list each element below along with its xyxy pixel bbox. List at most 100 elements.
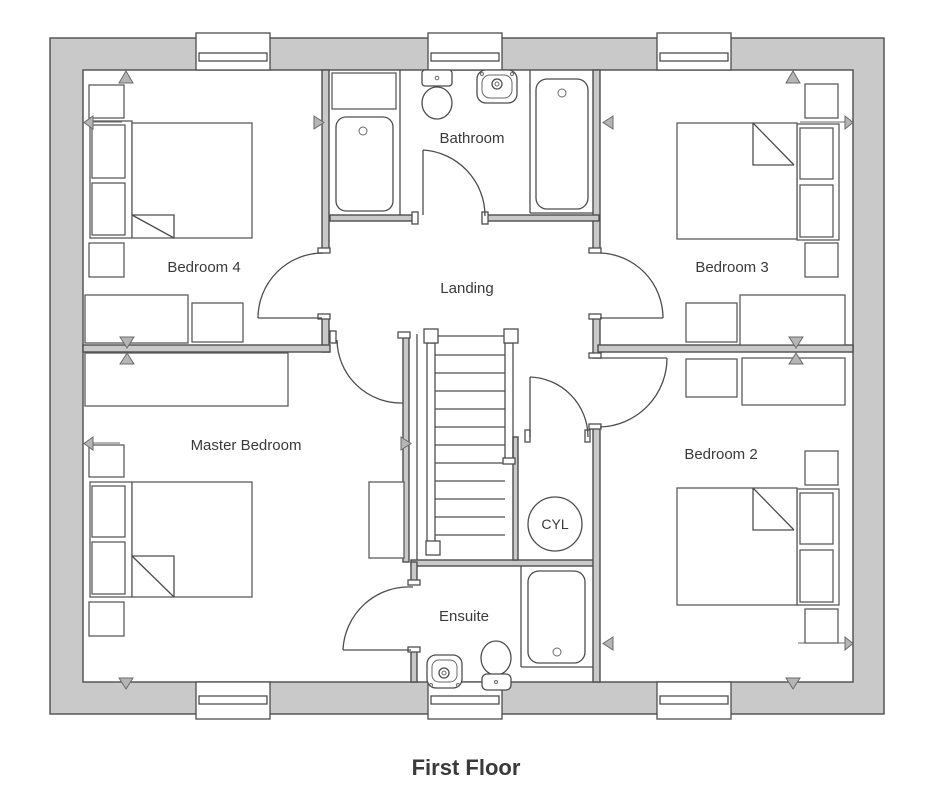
door-master-bedroom — [336, 339, 404, 404]
cylinder-symbol — [527, 496, 583, 552]
nightstand — [88, 444, 125, 478]
label-landing: Landing — [440, 280, 493, 297]
wall-ensuite-north — [410, 559, 600, 567]
wall-bedroom4-master — [82, 344, 331, 353]
wall-bathroom-south-right — [484, 214, 600, 222]
nightstand — [88, 601, 125, 637]
marker-up-icon — [788, 352, 804, 365]
bathtub-right — [529, 70, 593, 214]
stair-newel-post — [423, 328, 439, 344]
wall-bathroom-bedroom3 — [592, 69, 601, 251]
label-bathroom: Bathroom — [439, 130, 504, 147]
bed-master — [88, 444, 253, 637]
wall-ensuite-west-lower — [410, 649, 418, 683]
bed-bedroom4 — [88, 84, 253, 278]
toilet-bathroom — [421, 69, 453, 120]
sheet-fold — [752, 122, 795, 166]
window-bottom-left — [195, 681, 271, 720]
sink-ensuite — [426, 654, 463, 689]
window-top-middle — [427, 32, 503, 71]
window-top-left — [195, 32, 271, 71]
toilet-ensuite — [480, 640, 512, 691]
marker-left-icon — [602, 115, 614, 130]
chest-bedroom2 — [685, 358, 738, 398]
markers — [83, 70, 854, 690]
stair-newel-post — [502, 457, 516, 465]
label-master-bedroom: Master Bedroom — [191, 437, 302, 454]
cylinder-cupboard: CYL — [527, 496, 583, 552]
marker-right-icon — [400, 436, 412, 451]
pillow — [799, 492, 834, 545]
sheet-fold — [131, 214, 175, 239]
nightstand — [804, 83, 839, 119]
pillow — [91, 182, 126, 236]
marker-down-icon — [119, 336, 135, 349]
wall-cylinder-cupboard-west — [512, 436, 519, 561]
nightstand — [804, 450, 839, 486]
windows — [195, 32, 732, 720]
mattress — [676, 122, 798, 240]
nightstand — [88, 242, 125, 278]
wall-bedroom2-west — [592, 426, 601, 683]
marker-right-icon — [313, 115, 325, 130]
label-bedroom3: Bedroom 3 — [695, 259, 768, 276]
chest-bedroom3 — [685, 302, 738, 343]
wall-bedroom3-bedroom2 — [597, 344, 854, 353]
marker-up-icon — [118, 70, 134, 84]
label-bedroom4: Bedroom 4 — [167, 259, 240, 276]
wall-bedroom4-bathroom — [321, 69, 330, 253]
nightstand — [88, 84, 125, 119]
furniture — [84, 83, 846, 644]
bathtub-ensuite — [520, 566, 593, 668]
door-bedroom2 — [599, 357, 668, 428]
bed-bedroom2 — [676, 450, 840, 644]
chest-bedroom4 — [191, 302, 244, 343]
mattress — [131, 122, 253, 239]
sink-bathroom — [476, 69, 518, 104]
mattress — [131, 481, 253, 598]
door-bathroom — [422, 149, 486, 217]
ensuite-fixtures — [426, 566, 593, 691]
sheet-fold — [131, 555, 175, 598]
stair-steps — [435, 354, 505, 536]
nightstand — [804, 242, 839, 278]
stair-newel-post — [425, 540, 441, 556]
marker-up-icon — [119, 352, 135, 365]
pillow — [799, 549, 834, 603]
marker-right-icon — [844, 114, 854, 131]
dressing-table-master — [368, 481, 405, 559]
pillow — [799, 184, 834, 238]
stair-newel-post — [503, 328, 519, 344]
marker-up-icon — [785, 70, 801, 84]
cylinder-label: CYL — [541, 516, 568, 532]
marker-left-icon — [83, 115, 94, 130]
marker-left-icon — [602, 636, 614, 651]
marker-down-icon — [118, 677, 134, 690]
marker-right-icon — [844, 635, 854, 652]
bathroom-cabinet — [331, 72, 397, 110]
page-title: First Floor — [412, 755, 521, 780]
mattress — [676, 487, 798, 606]
interior-walls — [82, 69, 854, 683]
label-bedroom2: Bedroom 2 — [684, 446, 757, 463]
room-labels: Bedroom 4 Bathroom Bedroom 3 Landing Mas… — [167, 130, 768, 625]
marker-left-icon — [83, 436, 94, 451]
wardrobe-bedroom4 — [84, 294, 189, 344]
marker-down-icon — [788, 336, 804, 349]
wardrobe-bedroom2 — [741, 357, 846, 406]
bathtub-left — [335, 116, 394, 212]
window-top-right — [656, 32, 732, 71]
pillow — [799, 127, 834, 180]
pillow — [91, 124, 126, 179]
window-bottom-right — [656, 681, 732, 720]
bathroom-fixtures — [331, 69, 593, 215]
door-ensuite — [342, 586, 414, 651]
marker-down-icon — [785, 677, 801, 690]
door-cylinder-cupboard — [529, 376, 589, 438]
sheet-fold — [752, 487, 795, 531]
label-ensuite: Ensuite — [439, 608, 489, 625]
door-bedroom4 — [257, 252, 324, 319]
pillow — [91, 541, 126, 595]
